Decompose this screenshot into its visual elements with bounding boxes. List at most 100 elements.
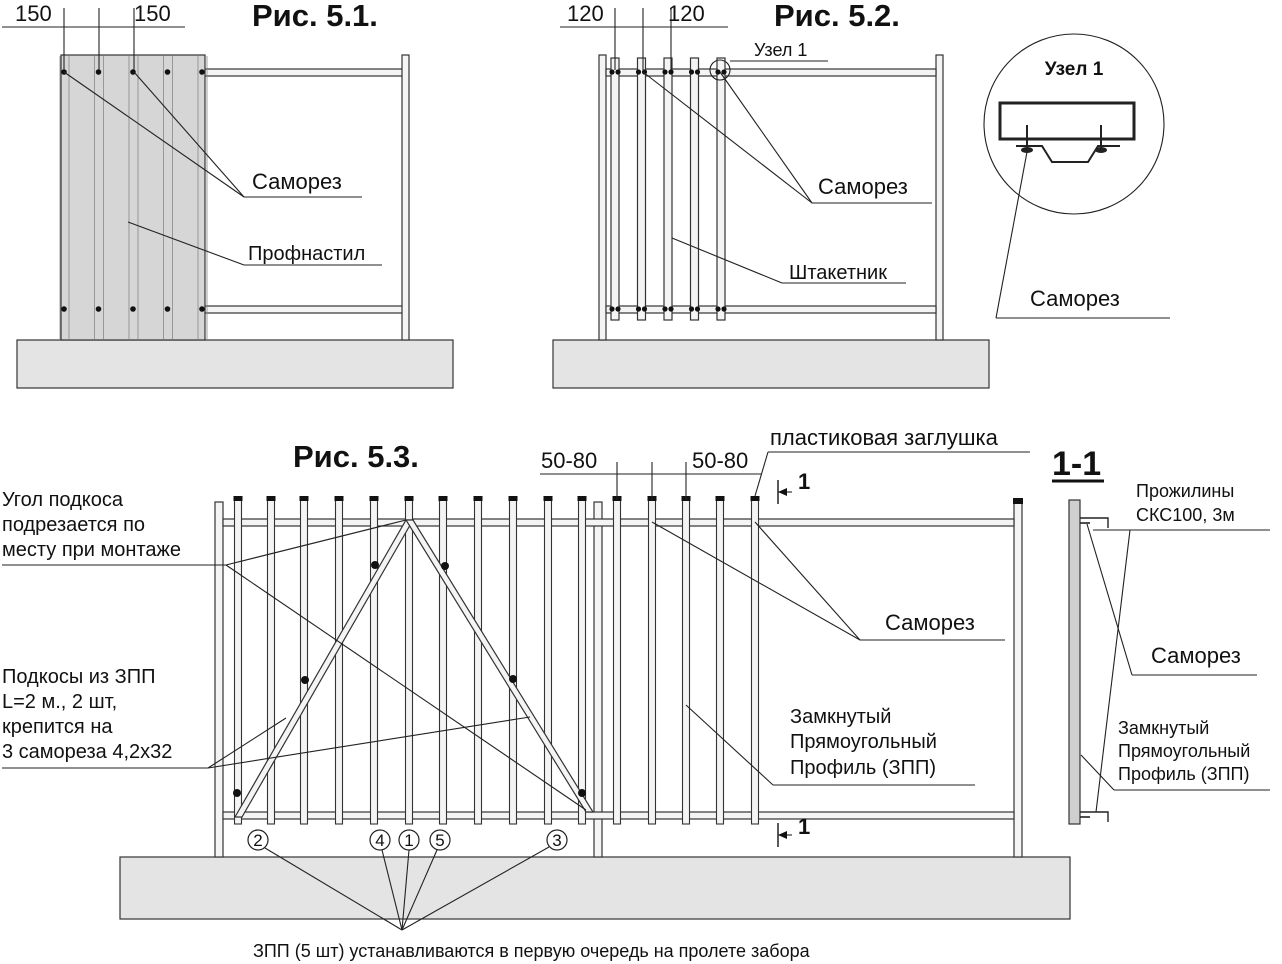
screw-dot bbox=[668, 69, 674, 75]
picket bbox=[689, 57, 700, 321]
fig3-marker-label: 1 bbox=[404, 831, 413, 850]
screw-dot bbox=[199, 306, 205, 312]
fig3-label-braces-3: крепится на bbox=[2, 716, 113, 738]
fig3-marker-label: 2 bbox=[253, 831, 262, 850]
screw-dot bbox=[641, 306, 648, 312]
picket-cap bbox=[543, 496, 553, 501]
fig3-brace-right bbox=[404, 519, 595, 813]
fig3-post-left bbox=[214, 501, 224, 858]
fig1-rail-top bbox=[203, 68, 405, 77]
picket bbox=[715, 499, 725, 825]
fig3-footer-leader bbox=[381, 849, 403, 931]
fig3-section-mark-bottom: 1 bbox=[798, 814, 810, 839]
picket bbox=[369, 499, 379, 825]
picket-cap bbox=[508, 496, 518, 501]
fig3-label-brace-angle-3: месту при монтаже bbox=[2, 539, 181, 561]
picket bbox=[750, 499, 760, 825]
screw-dot bbox=[615, 306, 621, 312]
screw-dot bbox=[635, 306, 642, 312]
fig1-leader bbox=[127, 221, 245, 266]
screw-dot bbox=[721, 69, 727, 75]
fig3-brace-angle-leader bbox=[225, 519, 407, 566]
screw-dot bbox=[164, 69, 171, 75]
figure-5-1: 150 150 Рис. 5.1. Саморез Профнастил bbox=[2, 0, 454, 389]
fig3-marker-3: 3 bbox=[546, 829, 568, 851]
section-rail-top bbox=[1080, 517, 1109, 528]
fig3-brace-left bbox=[233, 519, 415, 818]
section-title: 1-1 bbox=[1052, 445, 1101, 483]
fig3-brace-screw bbox=[509, 675, 517, 683]
picket bbox=[299, 499, 309, 825]
section-rail-bottom bbox=[1080, 811, 1109, 822]
screw-dot bbox=[61, 306, 67, 312]
figure-5-2: 120 120 Рис. 5.2. Узел 1 Саморез Штакетн… bbox=[552, 0, 990, 389]
picket bbox=[612, 499, 622, 825]
picket bbox=[334, 499, 344, 825]
fig3-brace-angle-leader bbox=[225, 564, 587, 811]
fig2-dim-left: 120 bbox=[567, 1, 604, 26]
picket-cap bbox=[369, 496, 379, 501]
section-label-rails-2: СКС100, 3м bbox=[1136, 505, 1235, 525]
picket bbox=[233, 499, 243, 825]
fig3-label-braces-2: L=2 м., 2 шт, bbox=[2, 691, 117, 713]
fig3-cap-leader bbox=[754, 451, 769, 497]
fig1-leader bbox=[133, 71, 245, 198]
section-label-profile-3: Профиль (ЗПП) bbox=[1118, 764, 1249, 784]
detail-node-1: Узел 1 Саморез bbox=[983, 33, 1170, 319]
fig3-marker-1: 1 bbox=[398, 829, 420, 851]
fig3-marker-4: 4 bbox=[369, 829, 391, 851]
fig1-leader bbox=[63, 71, 245, 198]
fig3-footer-note: ЗПП (5 шт) устанавливаются в первую очер… bbox=[253, 941, 811, 961]
fig3-section-arrow-head bbox=[778, 831, 787, 839]
detail-label-screw: Саморез bbox=[1030, 286, 1120, 311]
fig3-profile-leader bbox=[685, 704, 774, 786]
screw-dot bbox=[694, 69, 701, 75]
fig2-rail-bottom bbox=[605, 305, 937, 314]
fig3-label-brace-angle-2: подрезается по bbox=[2, 514, 145, 536]
fig3-marker-circle bbox=[546, 829, 568, 851]
fig3-brace-screw bbox=[301, 676, 309, 684]
fig2-label-node: Узел 1 bbox=[754, 40, 807, 60]
picket bbox=[543, 499, 553, 825]
figure-5-3: Рис. 5.3. 50-80 50-80 пластик bbox=[2, 425, 1071, 961]
fig2-leader bbox=[719, 71, 813, 204]
picket-cap bbox=[233, 496, 243, 501]
screw-dot bbox=[668, 306, 674, 312]
screw-dot bbox=[130, 306, 136, 312]
fig3-marker-label: 4 bbox=[375, 831, 384, 850]
fig1-profiled-sheet bbox=[60, 54, 206, 341]
fig1-sheet-ribs bbox=[59, 56, 208, 339]
fig2-post-right bbox=[935, 54, 944, 341]
fig2-title: Рис. 5.2. bbox=[774, 0, 900, 33]
fig3-footer-leader bbox=[264, 847, 403, 931]
fig3-marker-label: 5 bbox=[435, 831, 444, 850]
fig3-marker-5: 5 bbox=[429, 829, 451, 851]
section-profile-leader bbox=[1080, 754, 1115, 791]
picket bbox=[681, 499, 691, 825]
fig2-label-screw: Саморез bbox=[818, 174, 908, 199]
fig1-screws bbox=[61, 69, 205, 312]
fig2-post-left bbox=[598, 54, 607, 341]
screw-dot bbox=[641, 69, 648, 75]
fig3-braces-leader bbox=[207, 716, 531, 769]
picket bbox=[508, 499, 518, 825]
picket-cap bbox=[438, 496, 448, 501]
fig3-footer-leader bbox=[401, 849, 410, 931]
picket-cap bbox=[334, 496, 344, 501]
picket-cap bbox=[750, 496, 760, 501]
fig2-pickets bbox=[609, 57, 727, 321]
screw-dot bbox=[688, 69, 695, 75]
screw-dot bbox=[609, 69, 615, 75]
fig3-brace-screw bbox=[578, 789, 586, 797]
fig2-rail-top bbox=[605, 68, 937, 77]
picket bbox=[473, 499, 483, 825]
section-label-profile-2: Прямоугольный bbox=[1118, 741, 1250, 761]
fig3-label-profile-2: Прямоугольный bbox=[790, 731, 937, 753]
fig2-node-circle bbox=[709, 59, 731, 81]
screw-dot bbox=[662, 69, 668, 75]
fig1-foundation bbox=[16, 339, 454, 389]
fig1-post-right bbox=[401, 54, 410, 341]
picket-cap bbox=[577, 496, 587, 501]
fig3-label-screw: Саморез bbox=[885, 610, 975, 635]
